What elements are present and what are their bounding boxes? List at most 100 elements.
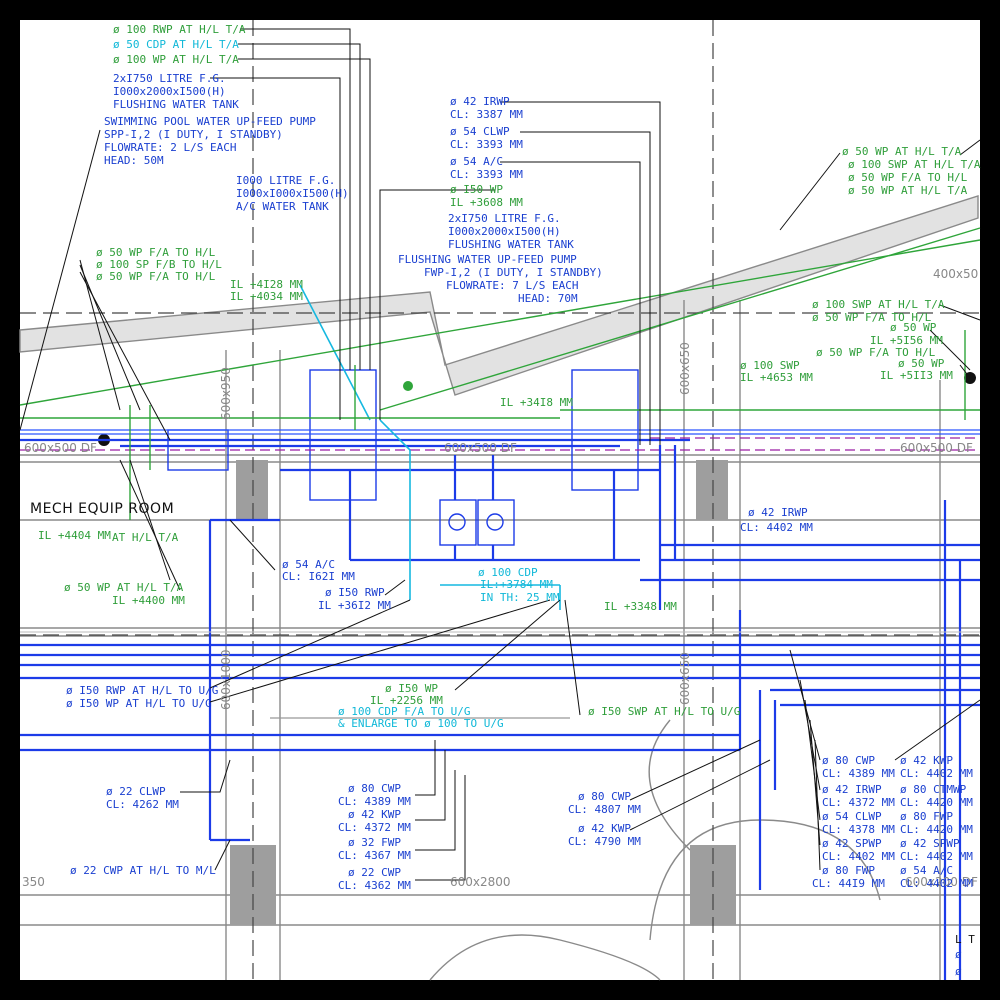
pipe-label: ø 42 KWP — [348, 808, 401, 821]
pipe-label: CL: 4807 MM — [568, 803, 641, 816]
dimension-label: 600x650 — [678, 652, 692, 705]
level-label: IL +2256 MM — [370, 694, 443, 707]
dimension-label: 600x500 DF — [24, 441, 97, 455]
pipe-label: ø I50 SWP AT H/L TO U/G — [588, 705, 740, 718]
pipe-run — [19, 239, 981, 406]
pump-label: SWIMMING POOL WATER UP-FEED PUMP — [104, 115, 316, 128]
column — [696, 460, 728, 520]
pipe-label: ø 80 CTMWP — [900, 783, 967, 796]
dimension-label: 600x650 — [678, 342, 692, 395]
level-label: IL +4I28 MM — [230, 278, 303, 291]
leader — [929, 329, 971, 371]
pipe-label: & ENLARGE TO ø 100 TO U/G — [338, 717, 504, 730]
pipe-label: ø 54 A/C — [900, 864, 953, 877]
pipe-label: CL: 4402 MM — [900, 877, 973, 890]
leader — [814, 739, 821, 871]
room-name: MECH EQUIP ROOM — [30, 501, 174, 517]
level-label: IL +36I2 MM — [318, 599, 391, 612]
pipe-label: ø 100 WP AT H/L T/A — [113, 53, 239, 66]
leader — [119, 459, 181, 591]
ac-water-tank — [309, 369, 377, 501]
pipe-label: CL: 4362 MM — [338, 879, 411, 892]
pipe-label: ø 42 KWP — [578, 822, 631, 835]
leader — [500, 101, 661, 445]
pipe-label: ø 42 SPWP — [822, 837, 882, 850]
pipe-run — [379, 419, 411, 451]
pipe-label: CL: 4402 MM — [740, 521, 813, 534]
pump-label: SPP-I,2 (I DUTY, I STANDBY) — [104, 128, 283, 141]
green-valve-marker — [403, 381, 413, 391]
pipe-label: ø 80 FWP — [900, 810, 953, 823]
tank-label: I000x2000xI500(H) — [448, 225, 561, 238]
leader — [180, 759, 231, 793]
leader — [564, 599, 581, 716]
edge-label: L T — [955, 933, 975, 946]
dimension-label: 600x2800 — [450, 875, 511, 889]
leader — [629, 759, 771, 831]
pipe-label: ø I50 WP — [450, 183, 503, 196]
pipe-label: ø I50 WP — [385, 682, 438, 695]
leader — [238, 43, 361, 370]
pipe-label: ø 100 SWP — [740, 359, 800, 372]
level-label: IL +34I8 MM — [500, 396, 573, 409]
level-label: IL +5II3 MM — [880, 369, 953, 382]
pipe-label: ø 50 WP — [890, 321, 937, 334]
pipe-label: IL +3608 MM — [450, 196, 523, 209]
pipe-label: ø 80 CWP — [822, 754, 875, 767]
pipe-label: ø 54 CLWP — [822, 810, 882, 823]
leader — [19, 129, 101, 431]
pipe-label: CL: 4420 MM — [900, 796, 973, 809]
leader — [415, 740, 436, 796]
level-label: IL +4034 MM — [230, 290, 303, 303]
pipe-label: ø 32 FWP — [348, 836, 401, 849]
pipe-label: ø 42 IRWP — [748, 506, 808, 519]
pipe-label: CL: 4372 MM — [338, 821, 411, 834]
pipe-label: ø 100 SWP AT H/L T/A — [848, 158, 981, 171]
pipe-label: ø 50 WP F/A TO H/L — [848, 171, 968, 184]
leader — [209, 599, 551, 703]
pipe-label: IN TH: 25 MM — [480, 591, 560, 604]
leader — [129, 459, 171, 581]
leader — [79, 264, 141, 411]
leader — [629, 739, 761, 801]
pipe-label: ø 100 RWP AT H/L T/A — [113, 23, 246, 36]
tank-label: I000 LITRE F.G. — [236, 174, 335, 187]
edge-label: ø — [955, 965, 962, 978]
leader — [779, 152, 841, 231]
leader — [959, 139, 981, 156]
pipe-label: ø 80 CWP — [348, 782, 401, 795]
pipe-label: ø I50 RWP — [325, 586, 385, 599]
pipe-label: ø 22 CWP — [348, 866, 401, 879]
pump-label: FLOWRATE: 7 L/S EACH — [446, 279, 578, 292]
pipe-label: CL: I62I MM — [282, 570, 355, 583]
leader — [379, 189, 495, 420]
pipe-label: ø 50 WP F/A TO H/L — [816, 346, 936, 359]
dimension-label: 600x500 DF — [900, 441, 973, 455]
leader — [415, 770, 456, 851]
pipe-label: CL: 3387 MM — [450, 108, 523, 121]
tank-label: FLUSHING WATER TANK — [448, 238, 574, 251]
pipe-label: ø I50 RWP AT H/L TO U/G — [66, 684, 218, 697]
tank-label: A/C WATER TANK — [236, 200, 329, 213]
leader-lines — [19, 28, 981, 881]
tank-label: I000x2000xI500(H) — [113, 85, 226, 98]
pipe-label: CL: 4262 MM — [106, 798, 179, 811]
leader — [384, 579, 406, 596]
dimension-label: 600x950 — [219, 367, 233, 420]
pipe-label: CL: 4378 MM — [822, 823, 895, 836]
pipe-label: ø 80 FWP — [822, 864, 875, 877]
leader — [415, 750, 446, 821]
pipe-label: ø I50 WP AT H/L TO U/G — [66, 697, 212, 710]
leader — [959, 364, 971, 379]
level-label: IL +4653 MM — [740, 371, 813, 384]
pipe-label: ø 50 WP AT H/L T/A — [64, 581, 184, 594]
pipe-label: ø 42 SPWP — [900, 837, 960, 850]
pipe-label: CL: 3393 MM — [450, 168, 523, 181]
pipe-label: ø 50 WP AT H/L T/A — [842, 145, 962, 158]
pump-label: FWP-I,2 (I DUTY, I STANDBY) — [424, 266, 603, 279]
pipe-label: ø 100 SP F/B TO H/L — [96, 258, 222, 271]
pipe-label: ø 50 WP — [898, 357, 945, 370]
level-label: IL +4400 MM — [112, 594, 185, 607]
pump-label: HEAD: 50M — [104, 154, 164, 167]
leader — [500, 161, 641, 445]
